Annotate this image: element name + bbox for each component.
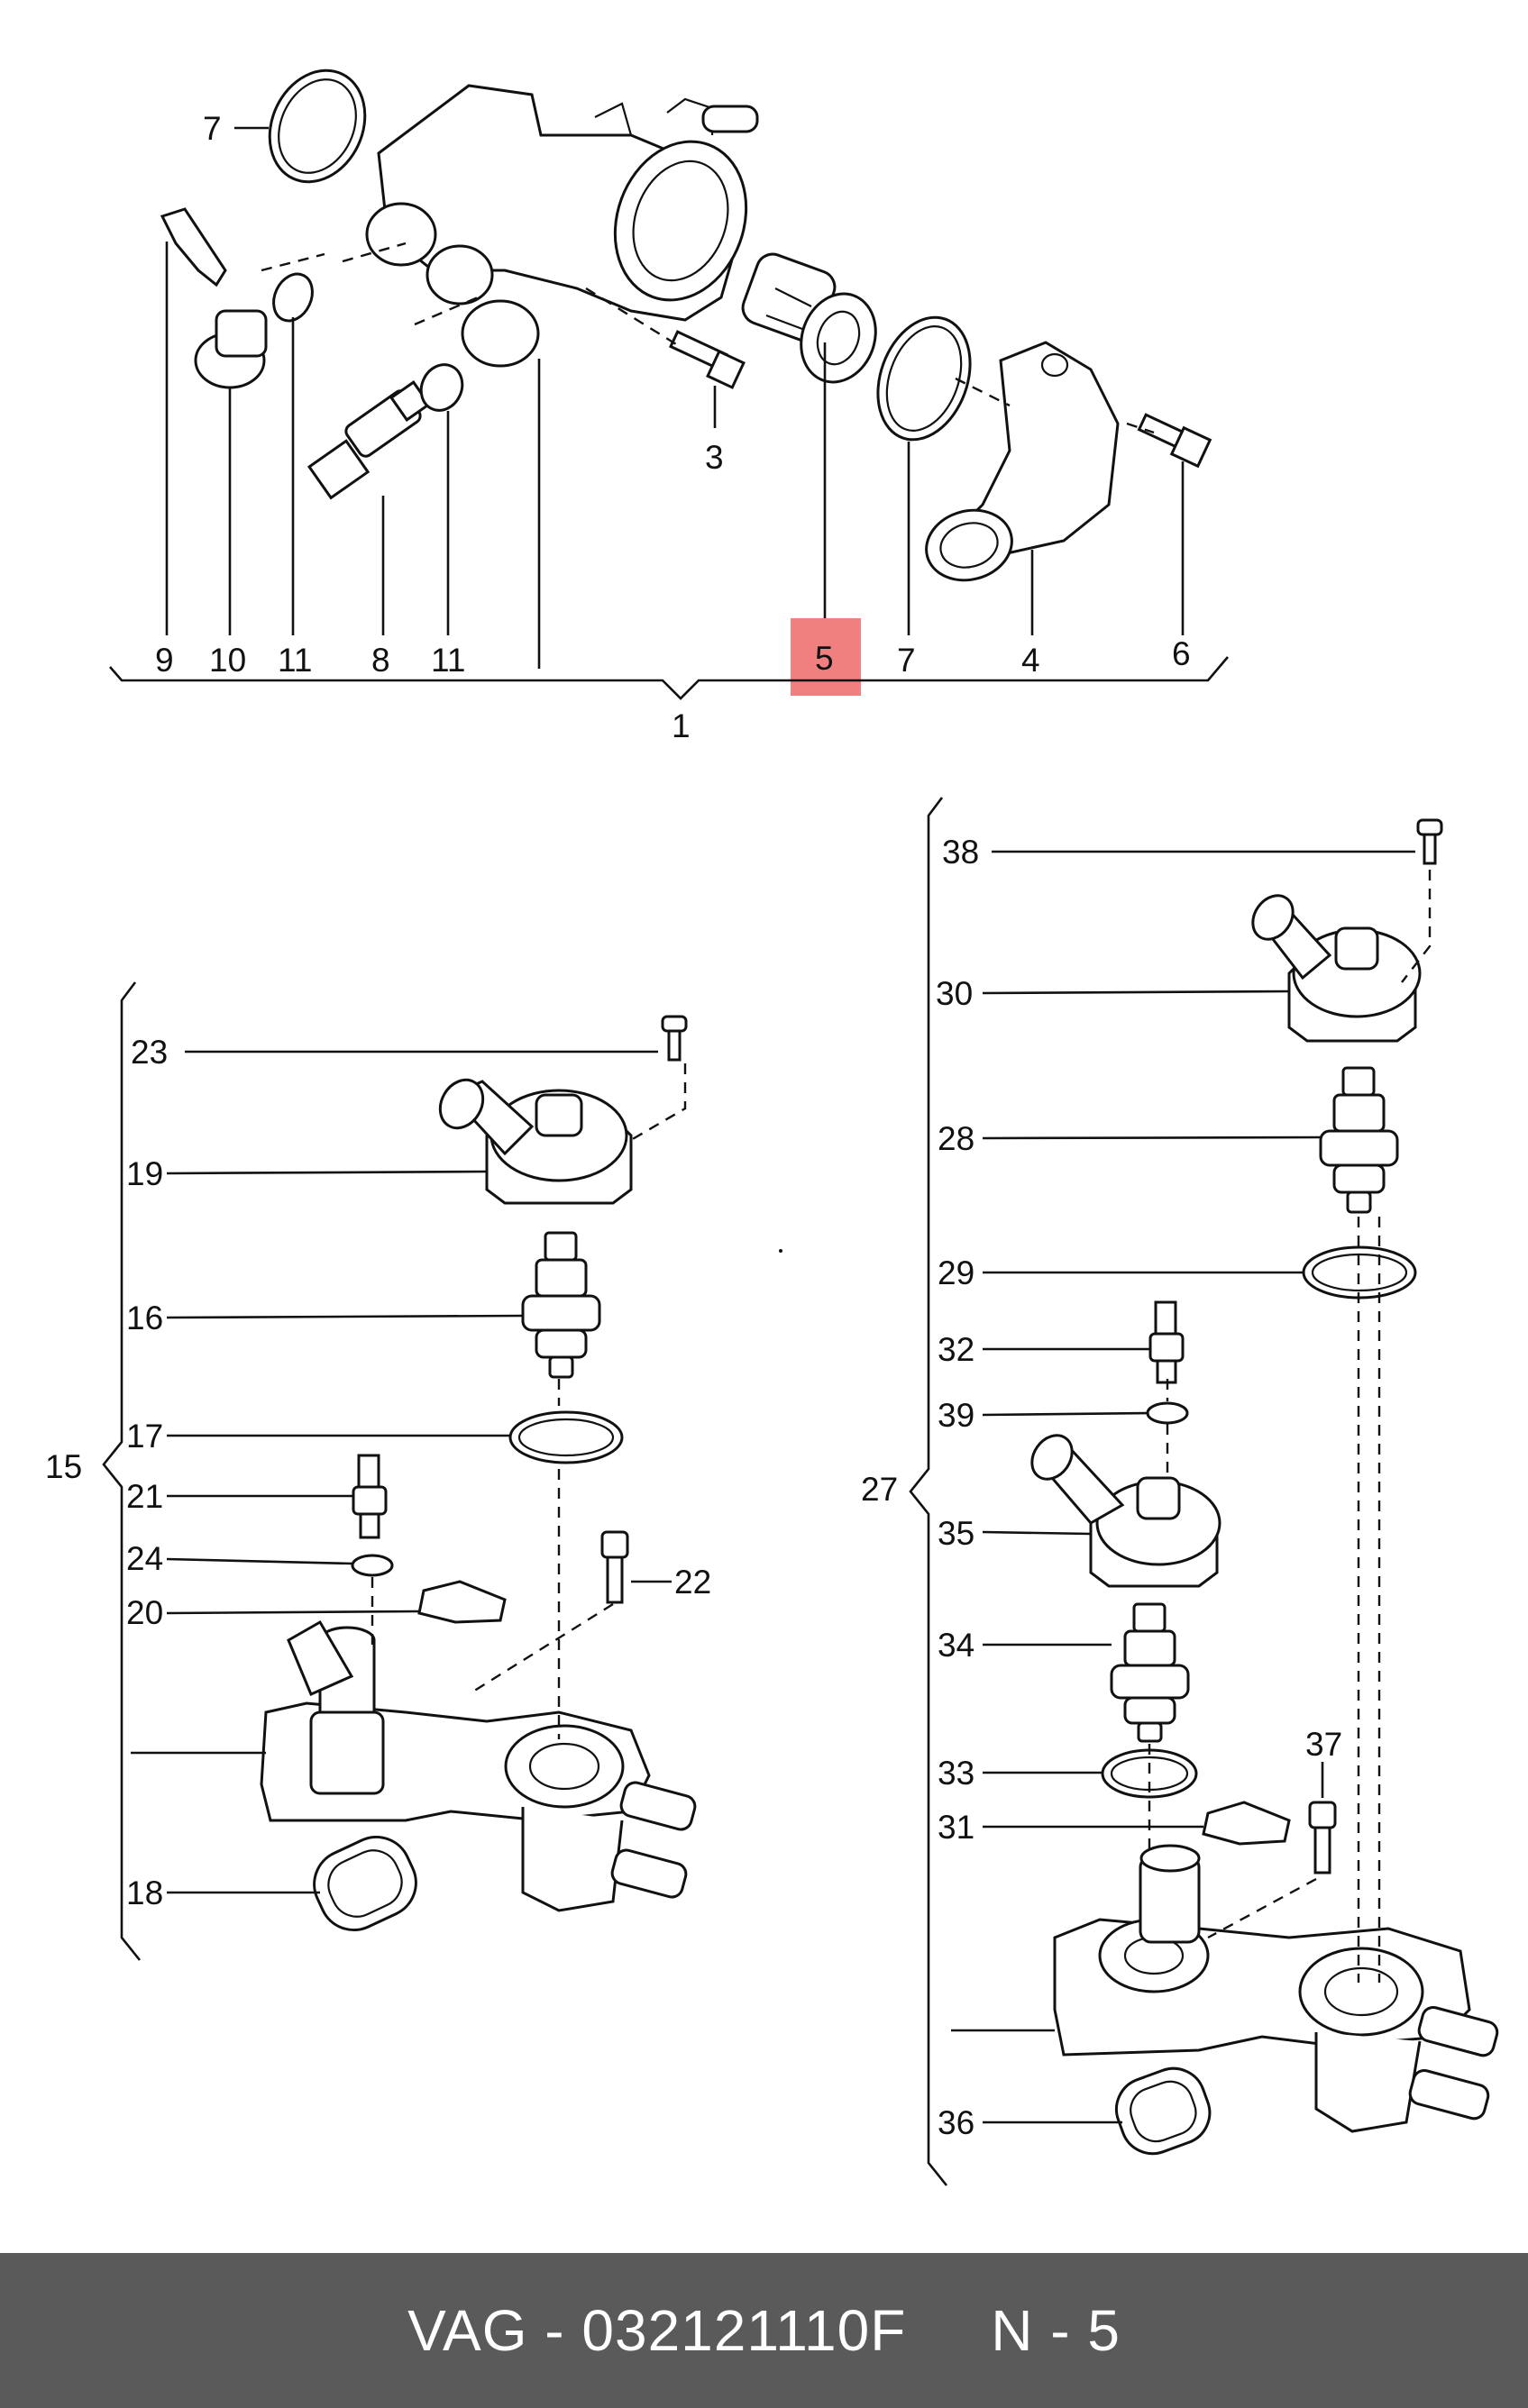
sensor-8 xyxy=(307,380,431,500)
clip-31 xyxy=(1202,1801,1291,1846)
thermostat-28 xyxy=(1319,1066,1399,1214)
label-16: 16 xyxy=(126,1300,163,1336)
screw-38 xyxy=(1416,818,1443,865)
stray-dot xyxy=(779,1249,782,1253)
label-3: 3 xyxy=(705,439,724,476)
plug-10 xyxy=(194,309,268,389)
label-4: 4 xyxy=(1021,642,1040,679)
seal-11-lower xyxy=(419,363,464,412)
housing-right xyxy=(1053,1844,1499,2133)
screw-23 xyxy=(661,1015,688,1062)
label-34: 34 xyxy=(938,1627,974,1664)
label-11-right: 11 xyxy=(431,642,465,679)
label-7-left: 7 xyxy=(203,110,222,147)
label-5[interactable]: 5 xyxy=(815,640,834,677)
label-6: 6 xyxy=(1172,635,1191,672)
label-20: 20 xyxy=(126,1594,163,1631)
label-18: 18 xyxy=(126,1874,163,1911)
label-30: 30 xyxy=(936,975,973,1012)
label-38: 38 xyxy=(942,834,979,871)
seal-24 xyxy=(351,1554,394,1577)
label-35: 35 xyxy=(938,1515,974,1552)
right-bracket xyxy=(909,797,948,2186)
sensor-21 xyxy=(352,1454,388,1539)
label-27: 27 xyxy=(861,1471,898,1508)
label-15: 15 xyxy=(45,1448,82,1485)
cover-19 xyxy=(438,1078,633,1205)
label-7-right: 7 xyxy=(897,642,916,679)
gasket-18 xyxy=(313,1835,417,1932)
label-28: 28 xyxy=(938,1120,974,1157)
housing-left xyxy=(260,1619,697,1912)
cover-35 xyxy=(1030,1434,1221,1588)
thermostat-housing-main xyxy=(365,84,759,368)
bolt-22 xyxy=(600,1530,629,1604)
gasket-36 xyxy=(1115,2066,1212,2156)
label-29: 29 xyxy=(938,1254,974,1291)
bolt-3 xyxy=(669,330,746,389)
footer-bar: VAG - 032121110F N - 5 xyxy=(0,2253,1528,2408)
thermostat-16 xyxy=(521,1231,601,1379)
label-10: 10 xyxy=(209,642,246,679)
label-32: 32 xyxy=(938,1331,974,1368)
label-21: 21 xyxy=(126,1478,163,1515)
clip-9 xyxy=(160,207,227,287)
label-8: 8 xyxy=(371,642,390,679)
clip-20 xyxy=(417,1580,507,1624)
label-33: 33 xyxy=(938,1755,974,1792)
label-19: 19 xyxy=(126,1155,163,1192)
label-1: 1 xyxy=(672,707,691,744)
label-22: 22 xyxy=(674,1564,711,1601)
label-9: 9 xyxy=(155,642,174,679)
label-17: 17 xyxy=(126,1418,163,1455)
label-36: 36 xyxy=(938,2104,974,2141)
label-31: 31 xyxy=(938,1809,974,1846)
parts-diagram: 7 9 10 11 8 11 3 5 7 4 6 1 xyxy=(45,68,1499,2186)
bolt-37 xyxy=(1308,1801,1337,1874)
cover-30 xyxy=(1251,894,1422,1043)
seal-39 xyxy=(1146,1401,1189,1425)
top-assembly: 7 9 10 11 8 11 3 5 7 4 6 1 xyxy=(109,68,1229,744)
o-ring-17 xyxy=(508,1410,624,1464)
o-ring-7-right xyxy=(876,315,972,442)
highlight-box-part-5[interactable] xyxy=(791,618,861,696)
label-24: 24 xyxy=(126,1540,163,1577)
sensor-32 xyxy=(1148,1300,1185,1384)
cover-4 xyxy=(925,341,1120,582)
label-23: 23 xyxy=(131,1034,168,1071)
right-assembly: 38 30 28 29 32 39 27 35 34 37 33 31 36 xyxy=(861,797,1499,2186)
label-11-left: 11 xyxy=(278,642,312,679)
o-ring-7-left xyxy=(268,68,367,184)
top-bracket xyxy=(109,656,1229,700)
label-37: 37 xyxy=(1305,1726,1342,1763)
label-39: 39 xyxy=(938,1397,974,1434)
left-assembly: 23 19 16 17 15 21 24 20 22 18 xyxy=(45,981,711,1961)
thermostat-34 xyxy=(1110,1602,1190,1743)
seal-11-upper xyxy=(272,272,314,323)
thermostat-5 xyxy=(741,252,877,384)
bolt-6 xyxy=(1137,413,1212,469)
part-number-caption: VAG - 032121110F N - 5 xyxy=(407,2298,1121,2363)
left-bracket xyxy=(102,981,142,1961)
